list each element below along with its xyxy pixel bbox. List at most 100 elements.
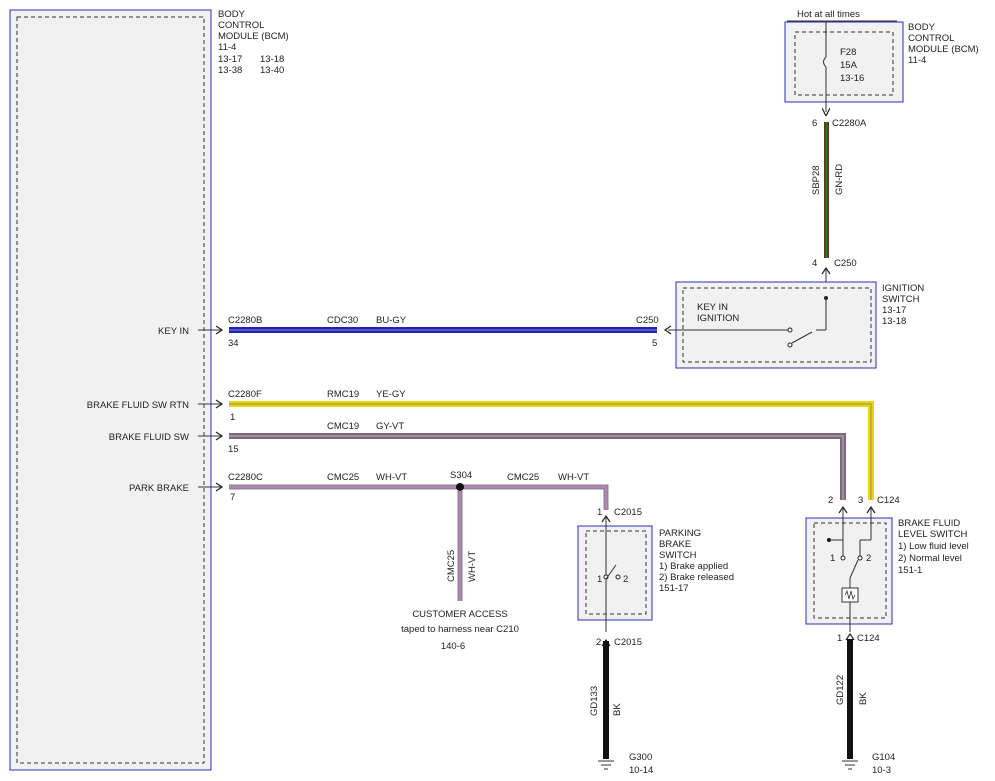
svg-text:SWITCH: SWITCH bbox=[882, 294, 920, 305]
svg-text:GD133: GD133 bbox=[589, 686, 600, 716]
svg-text:140-6: 140-6 bbox=[441, 641, 465, 652]
svg-text:10-3: 10-3 bbox=[872, 765, 891, 776]
switch-contact-icon bbox=[605, 564, 617, 580]
svg-text:GY-VT: GY-VT bbox=[376, 421, 404, 432]
svg-text:BRAKE FLUID SW RTN: BRAKE FLUID SW RTN bbox=[87, 400, 189, 411]
switch-contact-icon bbox=[849, 559, 859, 579]
svg-text:WH-VT: WH-VT bbox=[467, 551, 478, 582]
fuse-icon bbox=[823, 56, 827, 68]
svg-text:BODY: BODY bbox=[908, 22, 936, 33]
svg-text:KEY IN: KEY IN bbox=[158, 326, 189, 337]
svg-text:5: 5 bbox=[652, 338, 657, 349]
customer-access: CMC25 WH-VT CUSTOMER ACCESS taped to har… bbox=[401, 550, 519, 652]
svg-text:34: 34 bbox=[228, 338, 239, 349]
hot-at-all-times-label: Hot at all times bbox=[797, 9, 860, 20]
svg-text:GD122: GD122 bbox=[835, 675, 846, 705]
svg-text:6: 6 bbox=[812, 118, 817, 129]
svg-text:CONTROL: CONTROL bbox=[218, 20, 264, 31]
svg-text:2: 2 bbox=[596, 637, 601, 648]
svg-text:15: 15 bbox=[228, 444, 239, 455]
svg-text:MODULE (BCM): MODULE (BCM) bbox=[218, 31, 289, 42]
svg-text:1: 1 bbox=[597, 507, 602, 518]
svg-text:2) Brake released: 2) Brake released bbox=[659, 572, 734, 583]
svg-text:BK: BK bbox=[858, 692, 869, 705]
svg-text:WH-VT: WH-VT bbox=[558, 472, 589, 483]
svg-text:CMC25: CMC25 bbox=[507, 472, 539, 483]
wire-brake-fluid-sw: BRAKE FLUID SW 15 CMC19 GY-VT bbox=[109, 421, 846, 500]
svg-text:YE-GY: YE-GY bbox=[376, 389, 406, 400]
svg-text:BRAKE FLUID: BRAKE FLUID bbox=[898, 518, 960, 529]
bcm-top-module: Hot at all times F28 15A 13-16 BODY CONT… bbox=[784, 9, 979, 112]
svg-text:G104: G104 bbox=[872, 752, 895, 763]
svg-text:BODY: BODY bbox=[218, 9, 246, 20]
svg-text:BRAKE: BRAKE bbox=[659, 539, 691, 550]
svg-text:151-1: 151-1 bbox=[898, 565, 922, 576]
svg-text:IGNITION: IGNITION bbox=[697, 313, 739, 324]
svg-text:10-14: 10-14 bbox=[629, 765, 653, 776]
ignition-switch: KEY IN IGNITION IGNITION SWITCH 13-17 13… bbox=[668, 281, 924, 369]
svg-text:11-4: 11-4 bbox=[908, 55, 926, 66]
bcm-left-label: BODY CONTROL MODULE (BCM) 11-4 13-17 13-… bbox=[218, 9, 289, 76]
svg-text:CMC25: CMC25 bbox=[327, 472, 359, 483]
svg-text:1: 1 bbox=[830, 553, 835, 564]
ground-icon bbox=[842, 760, 858, 770]
svg-text:SBP28: SBP28 bbox=[811, 165, 822, 195]
svg-text:SWITCH: SWITCH bbox=[659, 550, 697, 561]
svg-text:2: 2 bbox=[828, 495, 833, 506]
svg-text:IGNITION: IGNITION bbox=[882, 283, 924, 294]
svg-text:C2280C: C2280C bbox=[228, 472, 263, 483]
svg-text:1: 1 bbox=[230, 412, 235, 423]
ground-icon bbox=[598, 760, 614, 770]
svg-text:PARKING: PARKING bbox=[659, 528, 701, 539]
svg-text:1: 1 bbox=[837, 633, 842, 644]
bcm-left-module bbox=[9, 9, 212, 771]
brake-fluid-level-switch: 2 3 C124 1 2 BRAKE FLUID LEVEL SWITCH 1)… bbox=[805, 495, 969, 776]
wire-sbp28: 6 C2280A SBP28 GN-RD 4 C250 bbox=[811, 118, 867, 304]
parking-brake-switch: 1 C2015 1 2 PARKING BRAKE SWITCH 1) Brak… bbox=[577, 507, 734, 776]
svg-text:BK: BK bbox=[612, 703, 623, 716]
svg-text:S304: S304 bbox=[450, 470, 472, 481]
svg-text:C2280B: C2280B bbox=[228, 315, 262, 326]
svg-text:CONTROL: CONTROL bbox=[908, 33, 954, 44]
svg-text:C2015: C2015 bbox=[614, 507, 642, 518]
wire-park-brake: PARK BRAKE C2280C 7 CMC25 WH-VT S304 CMC… bbox=[129, 470, 609, 601]
svg-text:13-17: 13-17 bbox=[882, 305, 906, 316]
svg-text:CMC25: CMC25 bbox=[446, 550, 457, 582]
svg-text:15A: 15A bbox=[840, 60, 858, 71]
svg-text:taped to harness near C210: taped to harness near C210 bbox=[401, 624, 519, 635]
svg-text:1) Brake applied: 1) Brake applied bbox=[659, 561, 728, 572]
svg-text:4: 4 bbox=[812, 258, 817, 269]
svg-text:13-18: 13-18 bbox=[882, 316, 906, 327]
svg-text:G300: G300 bbox=[629, 752, 652, 763]
svg-text:1) Low fluid level: 1) Low fluid level bbox=[898, 541, 969, 552]
svg-text:PARK BRAKE: PARK BRAKE bbox=[129, 483, 189, 494]
wire-key-in: KEY IN C2280B 34 CDC30 BU-GY C250 5 bbox=[158, 315, 672, 349]
splice-s304 bbox=[456, 483, 464, 491]
svg-text:BU-GY: BU-GY bbox=[376, 315, 407, 326]
svg-text:F28: F28 bbox=[840, 47, 856, 58]
svg-text:C2280A: C2280A bbox=[832, 118, 867, 129]
svg-text:GN-RD: GN-RD bbox=[834, 164, 845, 195]
svg-text:C250: C250 bbox=[834, 258, 857, 269]
wire-brake-fluid-rtn: BRAKE FLUID SW RTN C2280F 1 RMC19 YE-GY bbox=[87, 389, 874, 500]
svg-text:MODULE (BCM): MODULE (BCM) bbox=[908, 44, 979, 55]
svg-text:CMC19: CMC19 bbox=[327, 421, 359, 432]
svg-text:BRAKE FLUID SW: BRAKE FLUID SW bbox=[109, 432, 189, 443]
switch-contact-icon bbox=[791, 331, 813, 344]
svg-text:C124: C124 bbox=[857, 633, 880, 644]
svg-text:C2280F: C2280F bbox=[228, 389, 262, 400]
svg-text:C124: C124 bbox=[877, 495, 900, 506]
svg-text:7: 7 bbox=[230, 492, 235, 503]
svg-text:CUSTOMER ACCESS: CUSTOMER ACCESS bbox=[412, 609, 507, 620]
svg-text:2) Normal level: 2) Normal level bbox=[898, 553, 962, 564]
svg-text:2: 2 bbox=[866, 553, 871, 564]
svg-text:2: 2 bbox=[623, 574, 628, 585]
svg-text:13-16: 13-16 bbox=[840, 73, 864, 84]
svg-text:RMC19: RMC19 bbox=[327, 389, 359, 400]
svg-text:13-40: 13-40 bbox=[260, 65, 284, 76]
svg-text:C250: C250 bbox=[636, 315, 659, 326]
svg-text:13-18: 13-18 bbox=[260, 54, 284, 65]
svg-text:13-17: 13-17 bbox=[218, 54, 242, 65]
svg-text:KEY IN: KEY IN bbox=[697, 302, 728, 313]
